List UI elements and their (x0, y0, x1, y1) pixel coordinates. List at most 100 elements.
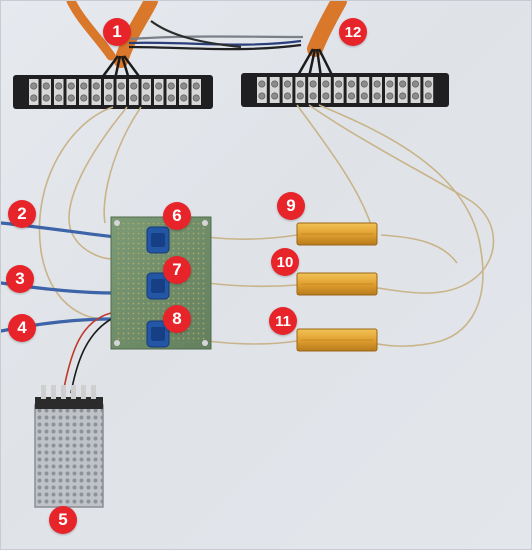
terminal-screw (258, 80, 266, 88)
terminal-screw (92, 82, 100, 90)
terminal-screw (30, 82, 38, 90)
terminal-screw (309, 92, 317, 100)
terminal-screw (424, 80, 432, 88)
terminal-slot (282, 77, 293, 103)
terminal-screw (155, 94, 163, 102)
terminal-screw (347, 80, 355, 88)
terminal-screw (296, 92, 304, 100)
signal-wires (38, 104, 495, 347)
terminal-slot (104, 79, 114, 105)
terminal-slot (154, 79, 164, 105)
terminal-screw (335, 80, 343, 88)
terminal-screw (105, 82, 113, 90)
terminal-slot (269, 77, 280, 103)
marker-12: 12 (339, 18, 367, 46)
terminal-screw (42, 94, 50, 102)
terminal-screw (155, 82, 163, 90)
orange-cable-right (307, 1, 347, 57)
psu-leads (62, 312, 116, 394)
terminal-screw (399, 92, 407, 100)
power-resistors (296, 222, 378, 352)
terminal-screw (67, 82, 75, 90)
terminal-slot (66, 79, 76, 105)
terminal-slot (372, 77, 382, 103)
terminal-slot (257, 77, 267, 103)
terminal-screw (55, 82, 63, 90)
terminal-screw (55, 94, 63, 102)
terminal-screw (283, 80, 291, 88)
terminal-screw (309, 80, 317, 88)
marker-1: 1 (103, 18, 131, 46)
terminal-screw (192, 94, 200, 102)
terminal-slot (54, 79, 64, 105)
marker-6: 6 (163, 202, 191, 230)
marker-7: 7 (163, 256, 191, 284)
terminal-slot (410, 77, 421, 103)
terminal-slot (308, 77, 318, 103)
terminal-screw (180, 82, 188, 90)
terminal-screw (373, 92, 381, 100)
marker-8: 8 (163, 305, 191, 333)
terminal-screw (360, 92, 368, 100)
orange-cable-left (66, 1, 158, 68)
terminal-screw (117, 82, 125, 90)
terminal-screw (42, 82, 50, 90)
terminal-screw (386, 92, 394, 100)
terminal-screw (322, 80, 330, 88)
terminal-screw (30, 94, 38, 102)
terminal-screw (192, 82, 200, 90)
terminal-slot (295, 77, 306, 103)
terminal-slot (29, 79, 39, 105)
terminal-slot (91, 79, 101, 105)
terminal-screw (411, 80, 419, 88)
terminal-block-right (241, 73, 449, 107)
terminal-slot (129, 79, 139, 105)
terminal-slot (346, 77, 357, 103)
terminal-screw (167, 94, 175, 102)
terminal-screw (130, 82, 138, 90)
marker-5: 5 (49, 506, 77, 534)
terminal-slot (191, 79, 201, 105)
terminal-screw (142, 94, 150, 102)
marker-10: 10 (271, 248, 299, 276)
terminal-slot (166, 79, 176, 105)
terminal-screw (347, 92, 355, 100)
terminal-slot (141, 79, 151, 105)
terminal-screw (411, 92, 419, 100)
terminal-slot (79, 79, 89, 105)
terminal-screw (67, 94, 75, 102)
terminal-screw (283, 92, 291, 100)
terminal-screw (167, 82, 175, 90)
terminal-screw (424, 92, 432, 100)
terminal-screw (92, 94, 100, 102)
terminal-screw (142, 82, 150, 90)
terminal-slot (116, 79, 126, 105)
terminal-screw (373, 80, 381, 88)
cable-12-leads (295, 48, 335, 78)
marker-9: 9 (277, 192, 305, 220)
marker-11: 11 (269, 307, 297, 335)
terminal-slot (385, 77, 395, 103)
terminal-block-left (13, 75, 213, 109)
terminal-screw (386, 80, 394, 88)
top-wire-bundle (128, 20, 304, 51)
terminal-screw (399, 80, 407, 88)
terminal-slot (397, 77, 408, 103)
marker-2: 2 (8, 200, 36, 228)
power-supply (34, 385, 104, 508)
terminal-slot (41, 79, 51, 105)
terminal-screw (322, 92, 330, 100)
terminal-screw (335, 92, 343, 100)
terminal-screw (117, 94, 125, 102)
terminal-screw (360, 80, 368, 88)
terminal-screw (258, 92, 266, 100)
terminal-screw (296, 80, 304, 88)
current-sensors (146, 226, 170, 348)
terminal-screw (80, 82, 88, 90)
marker-3: 3 (6, 265, 34, 293)
terminal-screw (271, 80, 279, 88)
terminal-slot (423, 77, 434, 103)
marker-4: 4 (8, 314, 36, 342)
